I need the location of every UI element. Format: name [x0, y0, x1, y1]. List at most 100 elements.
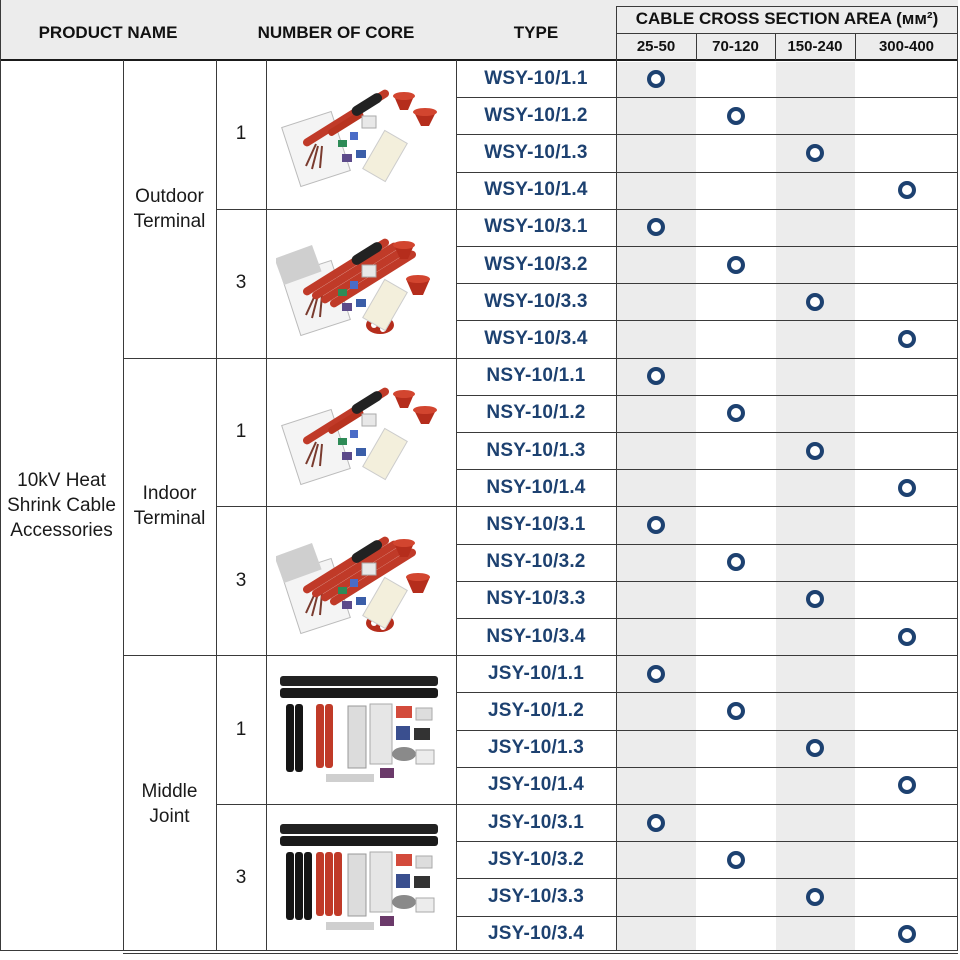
table-bottom-border — [0, 950, 958, 951]
indoor-terminal-kit-3-core-image — [267, 506, 455, 655]
core-divider — [216, 804, 456, 805]
ring-marker-icon — [647, 367, 665, 386]
type-code: WSY-10/1.3 — [484, 141, 588, 163]
type-code: NSY-10/1.1 — [486, 365, 586, 387]
table-header — [0, 0, 958, 59]
size-header-divider — [775, 34, 776, 60]
ring-marker-icon — [647, 813, 665, 832]
type-code: JSY-10/1.1 — [487, 662, 585, 684]
core-count: 1 — [235, 420, 247, 442]
outdoor-terminal-kit-1-core-image — [267, 60, 455, 209]
row-divider — [456, 469, 958, 471]
type-code: JSY-10/1.3 — [487, 737, 585, 759]
image-left-border — [266, 60, 267, 951]
shaded-column — [776, 62, 855, 950]
table-left-border — [0, 0, 1, 951]
header-top-border — [616, 6, 958, 7]
group-divider — [123, 357, 216, 359]
group-name: Middle Joint — [141, 780, 198, 827]
type-code: WSY-10/1.1 — [484, 67, 588, 89]
core-left-border — [216, 60, 217, 951]
row-divider — [456, 246, 958, 247]
core-divider — [216, 357, 456, 359]
type-code: WSY-10/1.4 — [484, 179, 588, 201]
type-code: NSY-10/3.1 — [486, 513, 586, 535]
group-divider — [123, 952, 216, 954]
core-count: 3 — [235, 272, 247, 294]
category-name: 10kV Heat Shrink Cable Accessories — [7, 469, 116, 541]
type-code: NSY-10/1.2 — [486, 402, 586, 424]
row-divider — [456, 208, 958, 210]
ring-marker-icon — [897, 776, 916, 795]
row-divider — [456, 283, 958, 285]
type-code: JSY-10/3.3 — [487, 885, 585, 907]
type-left-border — [456, 60, 457, 951]
middle-joint-kit-1-core-image — [267, 655, 455, 804]
ring-marker-icon — [726, 404, 745, 423]
ring-marker-icon — [647, 664, 665, 683]
row-divider — [456, 543, 958, 545]
outdoor-terminal-kit-3-core-image — [267, 209, 455, 358]
row-divider — [456, 692, 958, 694]
row-divider — [456, 432, 958, 433]
ring-marker-icon — [806, 888, 824, 906]
row-divider — [456, 394, 958, 396]
type-code: WSY-10/3.1 — [484, 216, 588, 238]
ring-marker-icon — [806, 144, 824, 162]
table-right-border — [957, 6, 958, 951]
ring-marker-icon — [647, 516, 665, 534]
row-divider — [456, 97, 958, 99]
type-code: NSY-10/1.4 — [486, 476, 586, 498]
type-code: NSY-10/3.2 — [486, 551, 586, 573]
type-code: JSY-10/3.2 — [487, 848, 585, 870]
core-count: 1 — [235, 718, 247, 740]
core-divider — [216, 655, 456, 657]
type-code: JSY-10/3.4 — [487, 923, 585, 945]
ring-marker-icon — [897, 181, 916, 200]
type-code: WSY-10/3.4 — [484, 327, 588, 349]
row-divider — [456, 729, 958, 731]
row-divider — [456, 357, 958, 359]
ring-marker-icon — [897, 478, 916, 497]
ring-marker-icon — [647, 218, 665, 237]
size-header-divider — [696, 34, 697, 60]
type-code: NSY-10/3.4 — [486, 625, 586, 647]
header-size-divider — [616, 33, 958, 34]
ring-marker-icon — [647, 69, 665, 88]
shaded-column — [617, 62, 696, 950]
ring-marker-icon — [897, 627, 916, 646]
type-code: JSY-10/1.4 — [487, 774, 585, 796]
row-divider — [456, 580, 958, 582]
header-size-150-240: 150-240 — [787, 37, 843, 55]
group-left-border — [123, 60, 124, 951]
row-divider — [456, 320, 958, 322]
type-code: JSY-10/3.1 — [487, 811, 585, 833]
ring-marker-icon — [806, 292, 824, 311]
core-count: 3 — [235, 569, 247, 591]
core-divider — [216, 952, 456, 954]
indoor-terminal-kit-1-core-image — [267, 358, 455, 507]
type-code: WSY-10/3.2 — [484, 253, 588, 275]
row-divider — [456, 804, 958, 805]
ring-marker-icon — [806, 739, 824, 758]
row-divider — [456, 952, 958, 954]
type-code: WSY-10/1.2 — [484, 104, 588, 126]
group-name: Indoor Terminal — [133, 483, 206, 530]
type-code: NSY-10/1.3 — [486, 439, 586, 461]
core-divider — [216, 208, 456, 210]
ring-marker-icon — [726, 106, 745, 125]
ring-marker-icon — [806, 441, 824, 460]
header-type: TYPE — [513, 23, 559, 42]
header-size-70-120: 70-120 — [712, 37, 759, 55]
row-divider — [456, 134, 958, 136]
ring-marker-icon — [726, 553, 745, 572]
row-divider — [456, 878, 958, 880]
type-code: WSY-10/3.3 — [484, 290, 588, 312]
type-right-border — [616, 6, 617, 951]
ring-marker-icon — [726, 702, 745, 720]
header-cross-section-title: CABLE CROSS SECTION AREA (мм²) — [635, 9, 939, 28]
header-size-300-400: 300-400 — [878, 37, 935, 55]
header-size-25-50: 25-50 — [636, 37, 676, 55]
core-count: 1 — [235, 123, 247, 145]
header-bottom-border — [0, 59, 958, 61]
